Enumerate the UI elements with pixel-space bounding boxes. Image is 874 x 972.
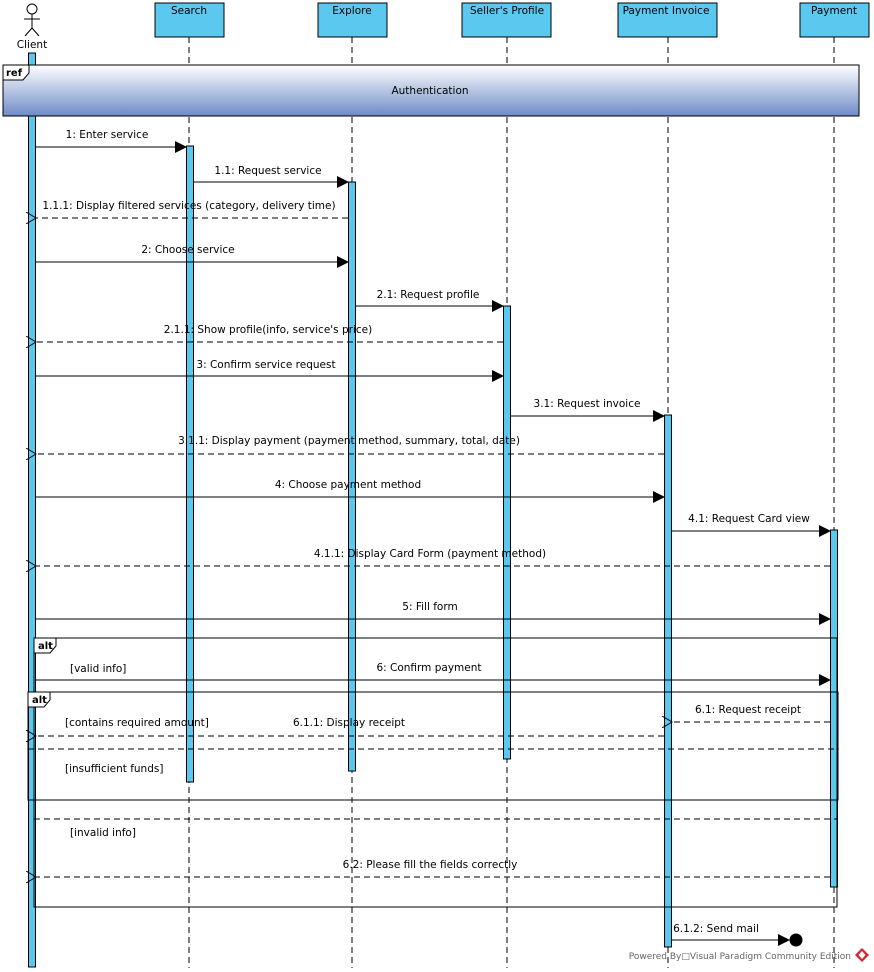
message-label-2-1-1: 2.1.1: Show profile(info, service's pric… (164, 324, 372, 336)
activation-payment (830, 529, 838, 888)
alt-tag-outer: alt (38, 641, 53, 652)
activation-bars (28, 52, 838, 968)
message-label-1-1-1: 1.1.1: Display filtered services (catego… (42, 200, 335, 212)
message-label-3-1-1: 3.1.1: Display payment (payment method, … (178, 435, 520, 447)
footer-text: Powered By□Visual Paradigm Community Edi… (629, 952, 851, 962)
ref-tag: ref (6, 68, 23, 79)
activation-seller (503, 305, 511, 760)
actor-stick-figure-icon (24, 3, 40, 37)
message-label-3-1: 3.1: Request invoice (534, 398, 641, 410)
message-label-6-1-2: 6.1.2: Send mail (673, 923, 759, 935)
message-label-6-1: 6.1: Request receipt (695, 704, 801, 716)
activation-client (28, 52, 36, 968)
message-label-4-1-1: 4.1.1: Display Card Form (payment method… (314, 548, 546, 560)
message-label-1: 1: Enter service (66, 129, 149, 141)
footer: Powered By□Visual Paradigm Community Edi… (629, 948, 869, 962)
ref-label: Authentication (391, 85, 468, 97)
message-label-5: 5: Fill form (402, 601, 457, 613)
guard-insufficient-funds: [insufficient funds] (65, 763, 163, 775)
message-label-3: 3: Confirm service request (196, 359, 335, 371)
lifeline-label-explore: Explore (332, 5, 371, 17)
lifeline-head-payment[interactable]: Payment (799, 2, 870, 38)
actor-client[interactable]: Client (17, 3, 47, 51)
lifeline-head-search[interactable]: Search (154, 2, 225, 38)
alt-tag-inner: alt (32, 695, 47, 706)
message-label-6-2: 6.2: Please fill the fields correctly (343, 859, 518, 871)
message-label-4: 4: Choose payment method (275, 479, 421, 491)
guard-valid-info: [valid info] (70, 663, 126, 675)
message-label-4-1: 4.1: Request Card view (688, 513, 810, 525)
message-label-1-1: 1.1: Request service (214, 165, 321, 177)
message-label-2-1: 2.1: Request profile (377, 289, 480, 301)
lifeline-label-invoice: Payment Invoice (623, 5, 710, 17)
lifeline-head-invoice[interactable]: Payment Invoice (617, 2, 718, 38)
lifeline-label-payment: Payment (811, 5, 857, 17)
lifeline-label-search: Search (171, 5, 207, 17)
message-label-2: 2: Choose service (141, 244, 234, 256)
message-label-6: 6: Confirm payment (376, 662, 481, 674)
lost-message-endpoint-icon (789, 933, 803, 947)
lifeline-head-explore[interactable]: Explore (317, 2, 388, 38)
actor-label: Client (17, 39, 47, 51)
lifeline-label-seller: Seller's Profile (470, 5, 544, 17)
activation-invoice (664, 414, 672, 948)
message-label-6-1-1: 6.1.1: Display receipt (293, 717, 405, 729)
ref-fragment[interactable]: ref Authentication (2, 64, 860, 117)
alt-fragment-inner[interactable]: alt [contains required amount] [insuffic… (27, 691, 839, 801)
visual-paradigm-logo-icon (855, 948, 869, 962)
guard-invalid-info: [invalid info] (70, 827, 136, 839)
guard-contains-required-amount: [contains required amount] (65, 717, 209, 729)
alt-fragment-outer[interactable]: alt [valid info] [invalid info] (33, 637, 838, 908)
lifeline-head-seller[interactable]: Seller's Profile (461, 2, 552, 38)
messages: 1: Enter service 1.1: Request service 1.… (36, 129, 831, 947)
activation-explore (348, 181, 356, 772)
activation-search (186, 145, 194, 783)
